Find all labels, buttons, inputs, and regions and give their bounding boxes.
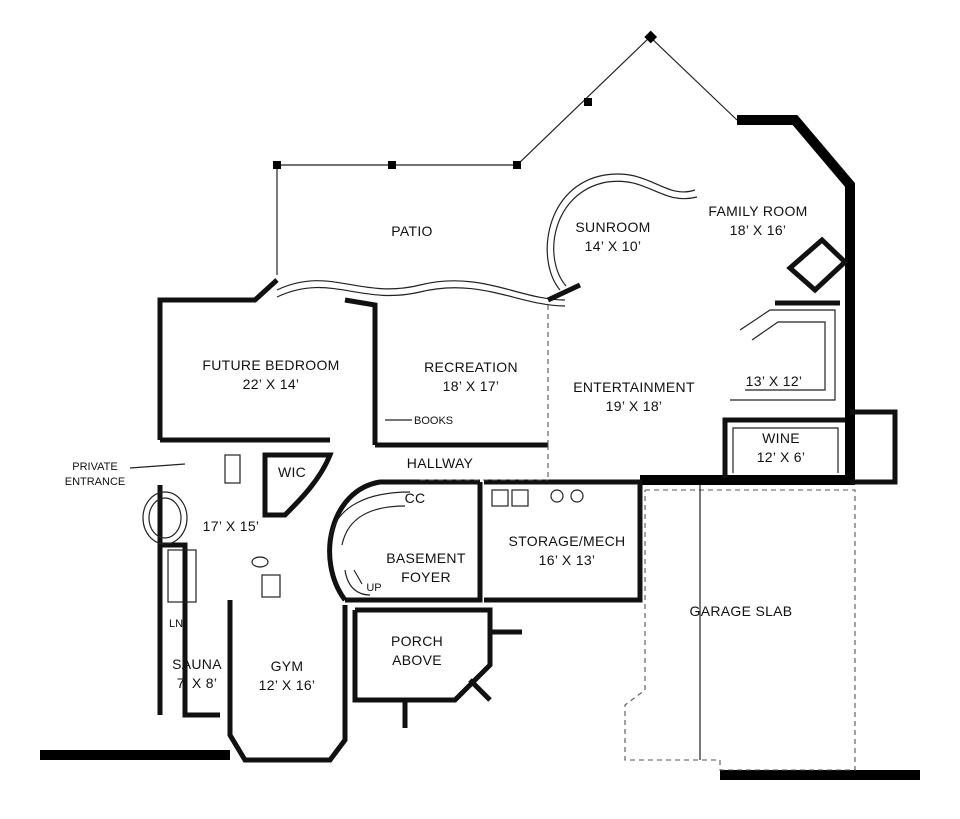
hallway-label: HALLWAY: [407, 455, 474, 471]
wine-size: 12’ X 6’: [757, 449, 806, 465]
wic-label: WIC: [278, 464, 306, 480]
family-room-size: 18’ X 16’: [730, 222, 787, 238]
stair-up-label: UP: [366, 582, 381, 594]
recreation-label: RECREATION: [424, 359, 518, 375]
interior-walls: [142, 236, 856, 771]
sunroom-label: SUNROOM: [575, 219, 650, 235]
entertainment-label: ENTERTAINMENT: [573, 379, 695, 395]
wine-label: WINE: [762, 430, 800, 446]
linen-label: LN: [169, 618, 183, 630]
future-bedroom-size: 22’ X 14’: [243, 376, 300, 392]
patio-label: PATIO: [391, 223, 432, 239]
basement-foyer-label-1: BASEMENT: [386, 550, 466, 566]
stair-up-arrow: [353, 569, 363, 585]
porch-label-1: PORCH: [391, 633, 443, 649]
garage-slab-label: GARAGE SLAB: [690, 603, 793, 619]
bath-size: 17’ X 15’: [203, 518, 260, 534]
sauna-size: 7’ X 8’: [177, 675, 218, 691]
sunroom-bay: [276, 173, 698, 307]
gym-label: GYM: [271, 658, 304, 674]
gym-size: 12’ X 16’: [259, 677, 316, 693]
cc-label: CC: [405, 490, 426, 506]
family-room-label: FAMILY ROOM: [708, 203, 807, 219]
recreation-size: 18’ X 17’: [443, 378, 500, 394]
bar-size: 13’ X 12’: [746, 373, 803, 389]
exterior-walls: [40, 115, 920, 780]
sunroom-size: 14’ X 10’: [585, 238, 642, 254]
storage-mech-label: STORAGE/MECH: [509, 533, 626, 549]
annotations: BOOKS PRIVATE ENTRANCE UP: [65, 415, 453, 594]
private-entrance-label-2: ENTRANCE: [65, 476, 126, 488]
private-entrance-label-1: PRIVATE: [72, 461, 117, 473]
books-label: BOOKS: [414, 415, 453, 427]
patio-outline: [273, 30, 738, 275]
storage-mech-size: 16’ X 13’: [539, 552, 596, 568]
room-labels: PATIO SUNROOM 14’ X 10’ FAMILY ROOM 18’ …: [169, 203, 807, 693]
sauna-label: SAUNA: [172, 656, 222, 672]
porch-label-2: ABOVE: [392, 652, 442, 668]
basement-foyer-label-2: FOYER: [401, 569, 451, 585]
future-bedroom-label: FUTURE BEDROOM: [202, 357, 339, 373]
entertainment-size: 19’ X 18’: [606, 398, 663, 414]
